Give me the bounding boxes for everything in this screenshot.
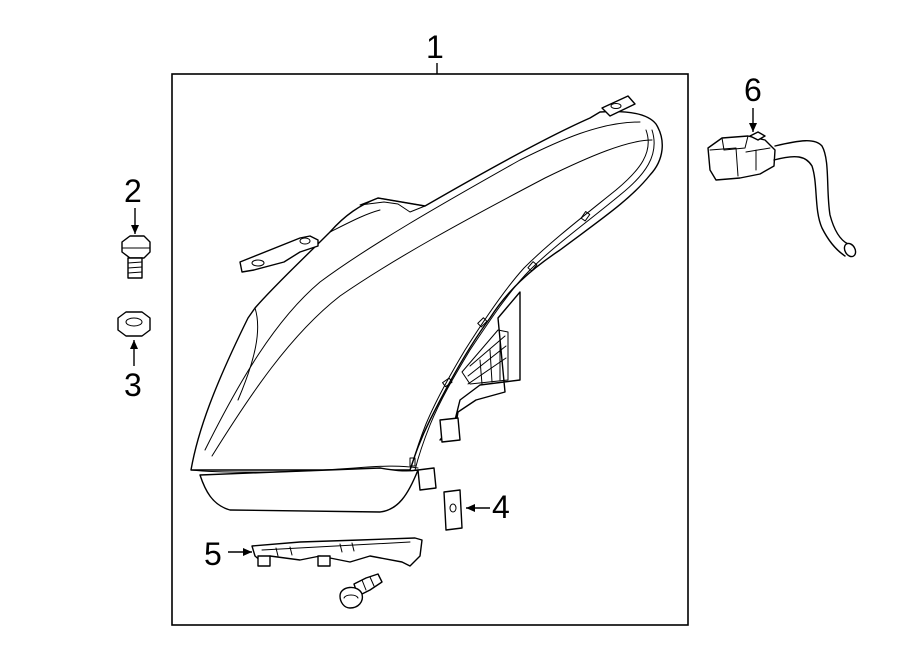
vent-grid (461, 329, 509, 385)
callout-3-label: 3 (124, 367, 142, 403)
part-3-nut: 3 (117, 311, 151, 403)
part-4-clip: 4 (443, 489, 510, 531)
assembly-frame (171, 73, 689, 626)
part-6-connector: 6 (707, 72, 857, 258)
callout-2-label: 2 (124, 173, 142, 209)
callout-5-label: 5 (204, 536, 222, 572)
part-2-bolt: 2 (121, 173, 151, 279)
callout-1-label: 1 (426, 29, 444, 65)
screw (339, 573, 383, 609)
callout-6-label: 6 (744, 72, 762, 108)
headlamp-assembly (190, 95, 663, 513)
part-5-bracket: 5 (204, 536, 423, 572)
callout-4-label: 4 (492, 489, 510, 525)
